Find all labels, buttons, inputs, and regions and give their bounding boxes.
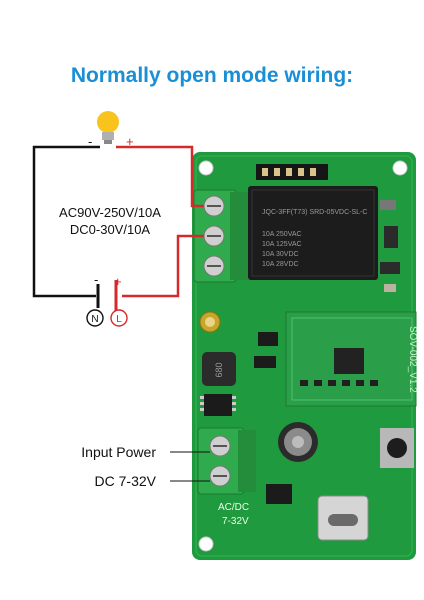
wifi-chip — [334, 348, 364, 374]
ic-chip — [204, 394, 232, 416]
battery-plus-sign: + — [114, 274, 122, 289]
terminal-screws — [203, 195, 225, 277]
bulb-plus-sign: + — [126, 134, 134, 149]
neutral-label: N — [91, 314, 98, 325]
neutral-terminal-icon — [86, 309, 104, 327]
mount-hole — [392, 160, 408, 176]
load-spec-dc: DC0-30V/10A — [69, 222, 151, 237]
wire-load-live — [116, 145, 204, 208]
voltage-label: DC 7-32V — [94, 473, 156, 489]
inductor — [202, 352, 236, 386]
live-terminal-icon — [110, 309, 128, 327]
mount-hole — [198, 160, 214, 176]
light-bulb-icon — [97, 111, 119, 144]
input-power-label: Input Power — [81, 444, 156, 460]
battery-minus-sign: - — [94, 272, 98, 287]
inductor-code: 680 — [214, 362, 224, 377]
relay-rating-4: 10A 28VDC — [262, 261, 299, 268]
mount-hole — [198, 536, 214, 552]
input-range: 7-32V — [222, 516, 249, 527]
wire-supply-live — [122, 234, 204, 298]
bulb-minus-sign: - — [88, 134, 92, 149]
diagram-title: Normally open mode wiring: — [70, 64, 354, 87]
relay-rating-1: 10A 250VAC — [262, 231, 302, 238]
wire-load-neutral — [32, 145, 100, 298]
load-spec-ac: AC90V-250V/10A — [59, 205, 161, 220]
live-label: L — [116, 314, 122, 325]
module-name: SOV-002_V1.2 — [407, 326, 418, 393]
relay-rating-3: 10A 30VDC — [262, 251, 299, 258]
relay-model: JQC-3FF(T73) SRD-05VDC-SL-C — [262, 209, 367, 216]
relay-rating-2: 10A 125VAC — [262, 241, 302, 248]
input-marking: AC/DC — [218, 502, 249, 513]
relay — [248, 186, 378, 280]
